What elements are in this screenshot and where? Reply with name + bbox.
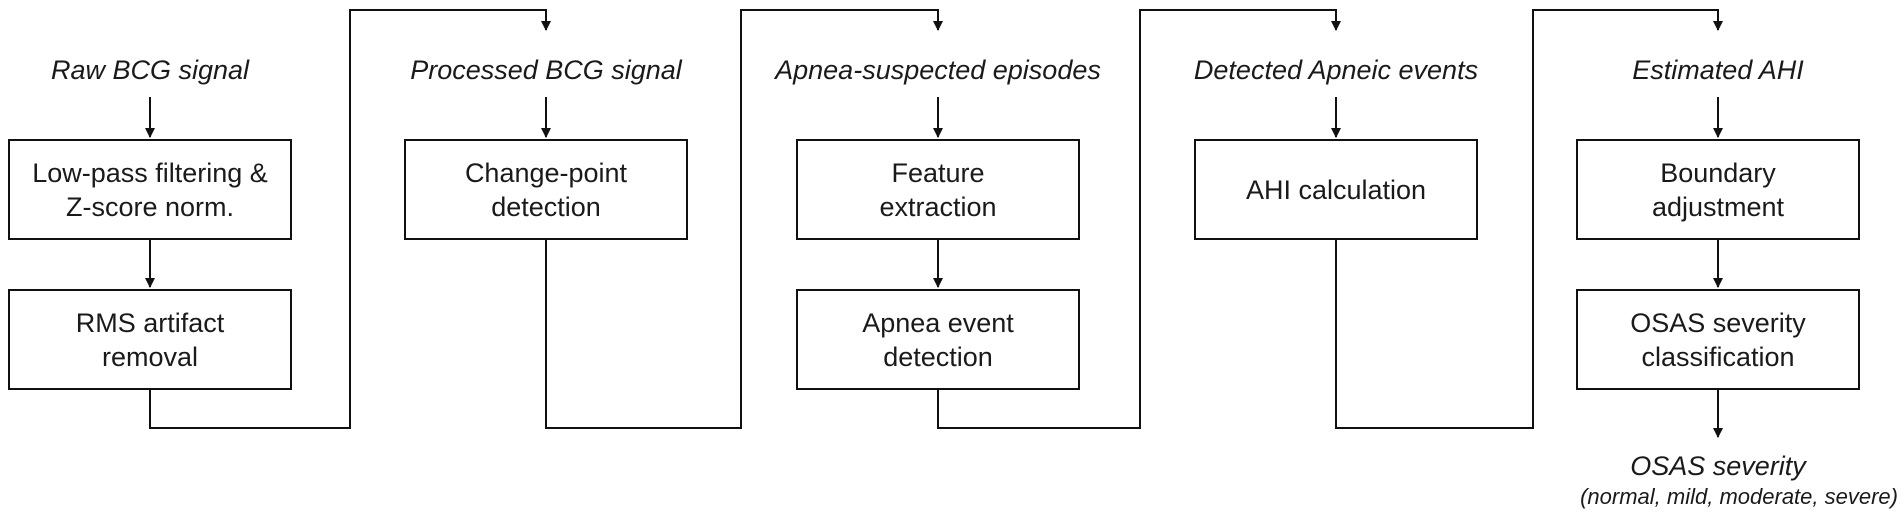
label-detected-apneic-events: Detected Apneic events xyxy=(1193,55,1479,85)
box-feature-extraction: Feature extraction xyxy=(796,139,1080,240)
box-osas-severity-classification: OSAS severity classification xyxy=(1576,289,1860,390)
label-osas-severity-classes: (normal, mild, moderate, severe) xyxy=(1580,484,1898,509)
box-change-point-detection: Change-point detection xyxy=(404,139,688,240)
label-estimated-ahi: Estimated AHI xyxy=(1632,55,1804,85)
box-rms-artifact-removal: RMS artifact removal xyxy=(8,289,292,390)
connector-stage4-to-stage5 xyxy=(1335,9,1723,429)
box-lowpass-filtering: Low-pass filtering & Z-score norm. xyxy=(8,139,292,240)
connector-stage1-to-stage2 xyxy=(149,9,551,429)
box-boundary-adjustment: Boundary adjustment xyxy=(1576,139,1860,240)
connector-stage2-to-stage3 xyxy=(545,9,943,429)
box-apnea-event-detection: Apnea event detection xyxy=(796,289,1080,390)
connector-stage3-to-stage4 xyxy=(937,9,1341,429)
box-ahi-calculation: AHI calculation xyxy=(1194,139,1478,240)
label-osas-severity-output: OSAS severity xyxy=(1630,451,1806,481)
label-raw-bcg-signal: Raw BCG signal xyxy=(50,55,250,85)
label-processed-bcg-signal: Processed BCG signal xyxy=(410,55,682,85)
label-apnea-suspected-episodes: Apnea-suspected episodes xyxy=(775,55,1101,85)
